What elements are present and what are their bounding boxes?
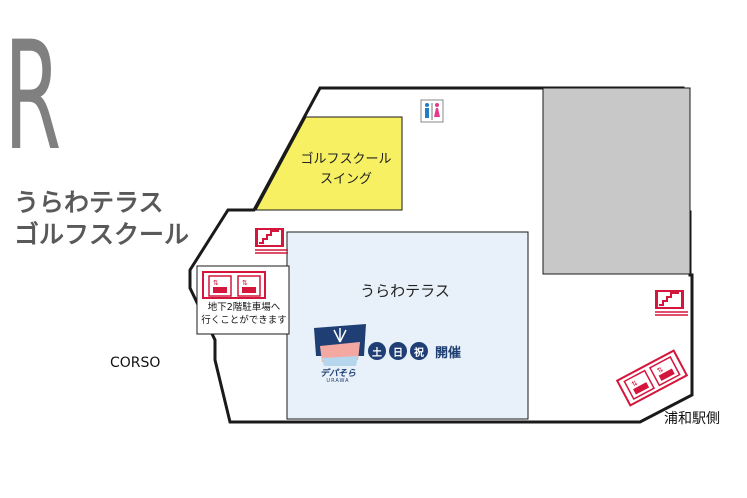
restroom-icon[interactable]: [420, 99, 444, 123]
open-days-badge: 土 日 祝 開催: [368, 341, 461, 361]
escalator-icon[interactable]: [255, 228, 288, 254]
depa-sora-logo: [314, 324, 366, 366]
day-saturday: 土: [368, 342, 386, 360]
depa-sora-sub: URAWA: [326, 378, 350, 384]
golf-school-label: ゴルフスクール スイング: [300, 150, 392, 190]
svg-text:⇅: ⇅: [656, 365, 665, 375]
depa-sora-name: デパそら: [319, 369, 356, 379]
svg-text:⇅: ⇅: [213, 279, 219, 287]
area-title-line1: うらわテラス: [14, 188, 164, 217]
golf-school-area[interactable]: [255, 116, 403, 211]
day-holiday: 祝: [410, 342, 428, 360]
day-sunday: 日: [389, 342, 407, 360]
golf-school-line2: スイング: [319, 172, 372, 187]
parking-note-line2: 行くことができます: [201, 315, 287, 326]
station-side-label: 浦和駅側: [664, 411, 720, 427]
escalator-icon-east[interactable]: [655, 290, 688, 316]
parking-note: 地下2階駐車場へ 行くことができます: [198, 301, 290, 327]
terrace-label: うらわテラス: [360, 282, 450, 300]
floor-letter: R: [4, 10, 61, 184]
corso-label: CORSO: [110, 355, 161, 371]
golf-school-line1: ゴルフスクール: [300, 152, 392, 167]
storage-block: [542, 87, 691, 275]
parking-note-line1: 地下2階駐車場へ: [207, 302, 281, 313]
svg-text:⇅: ⇅: [242, 279, 248, 287]
svg-text:⇅: ⇅: [630, 379, 639, 389]
elevator-icon-east[interactable]: ⇅ ⇅: [615, 349, 689, 407]
area-title-line2: ゴルフスクール: [14, 220, 190, 249]
open-label: 開催: [435, 345, 462, 361]
elevator-icon[interactable]: ⇅ ⇅: [202, 271, 266, 299]
terrace-area[interactable]: [286, 231, 529, 420]
